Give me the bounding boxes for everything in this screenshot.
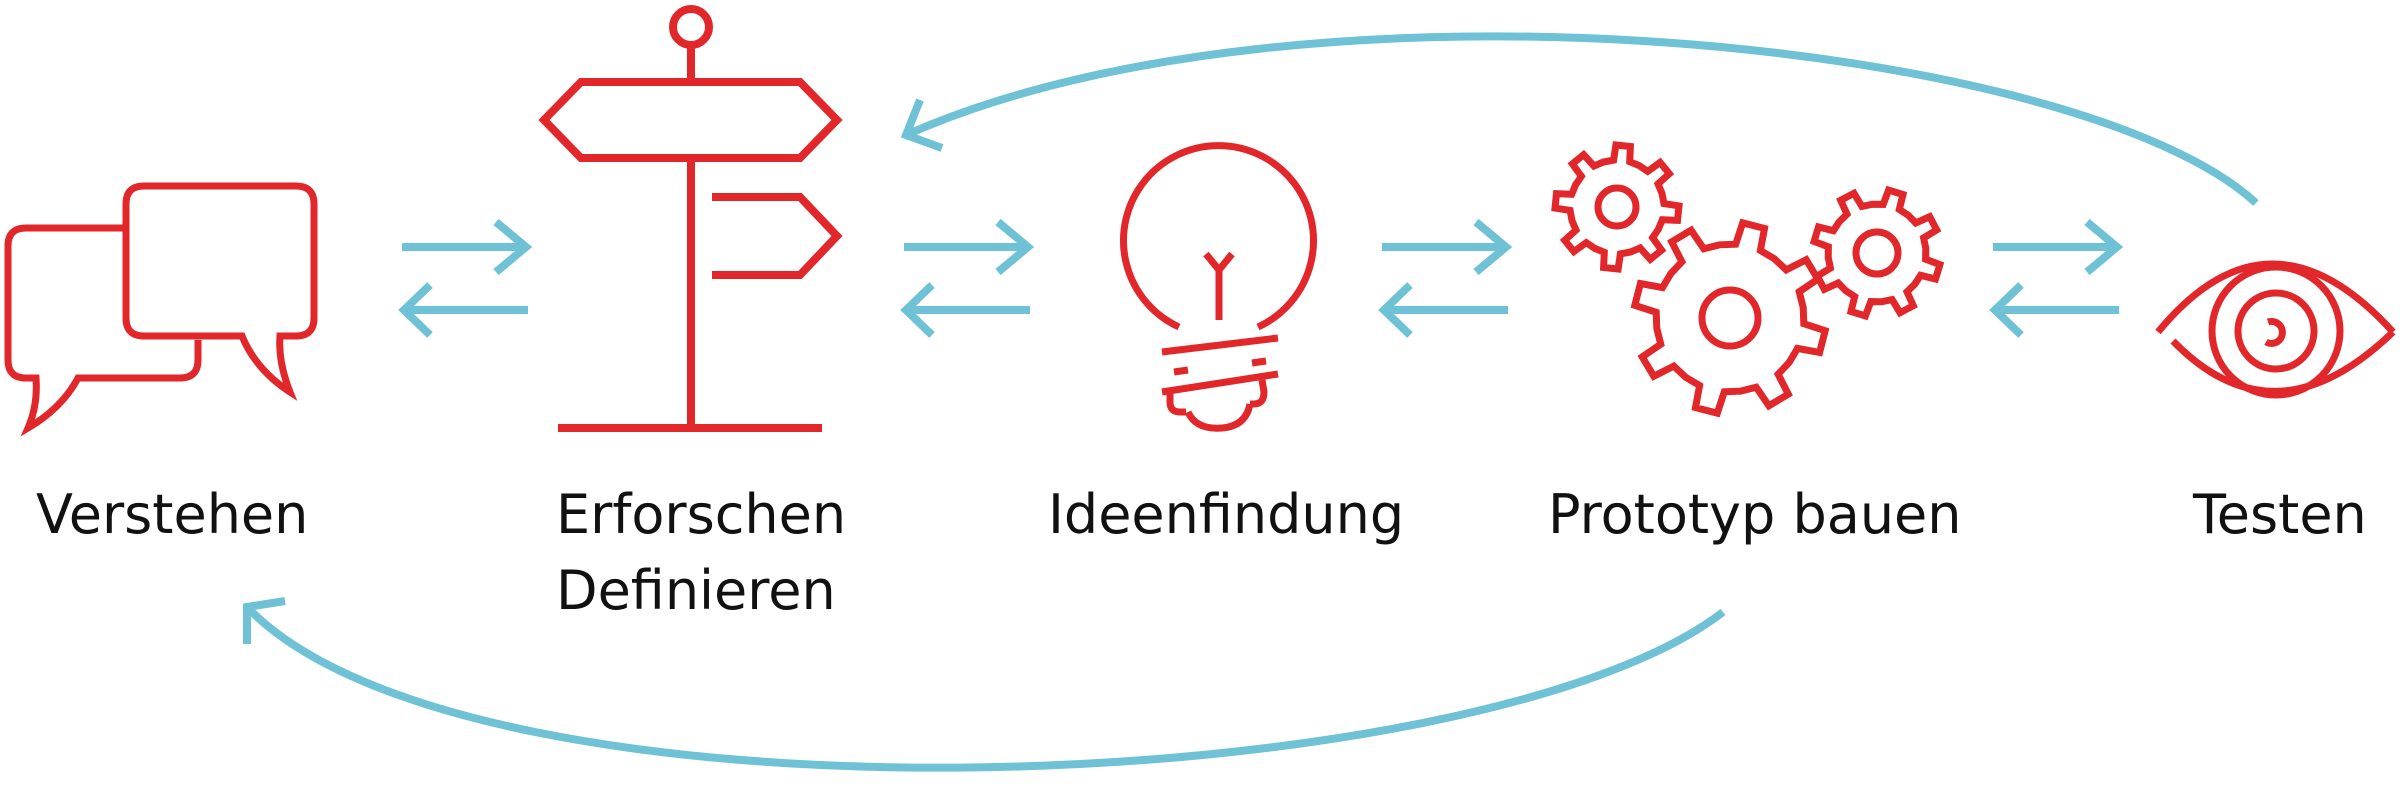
stage-label-verstehen: Verstehen (36, 483, 309, 546)
eye-icon (2155, 260, 2396, 399)
gears-icon (1551, 141, 1945, 418)
bidirectional-arrow-2 (900, 218, 1035, 338)
stage-label-erforschen-definieren: Erforschen Definieren (556, 477, 846, 629)
stage-label-ideenfindung: Ideenfindung (1048, 483, 1405, 546)
lightbulb-icon (1120, 142, 1317, 432)
gear-large-icon (1630, 218, 1830, 418)
curved-arrow-testen-to-erforschen (900, 32, 2259, 206)
bidirectional-arrow-3 (1378, 218, 1513, 338)
stage-label-testen: Testen (2193, 483, 2367, 546)
speech-bubbles-icon (4, 182, 318, 437)
curved-arrow-prototyp-to-verstehen (243, 597, 1726, 772)
gear-small-left-icon (1551, 141, 1683, 273)
bidirectional-arrow-1 (398, 218, 533, 338)
stage-label-definieren: Definieren (556, 559, 836, 622)
bidirectional-arrow-4 (1989, 218, 2124, 338)
stage-label-erforschen: Erforschen (556, 483, 847, 546)
signpost-icon (538, 5, 843, 432)
gear-small-right-icon (1809, 185, 1945, 321)
stage-label-prototyp-bauen: Prototyp bauen (1548, 483, 1962, 546)
